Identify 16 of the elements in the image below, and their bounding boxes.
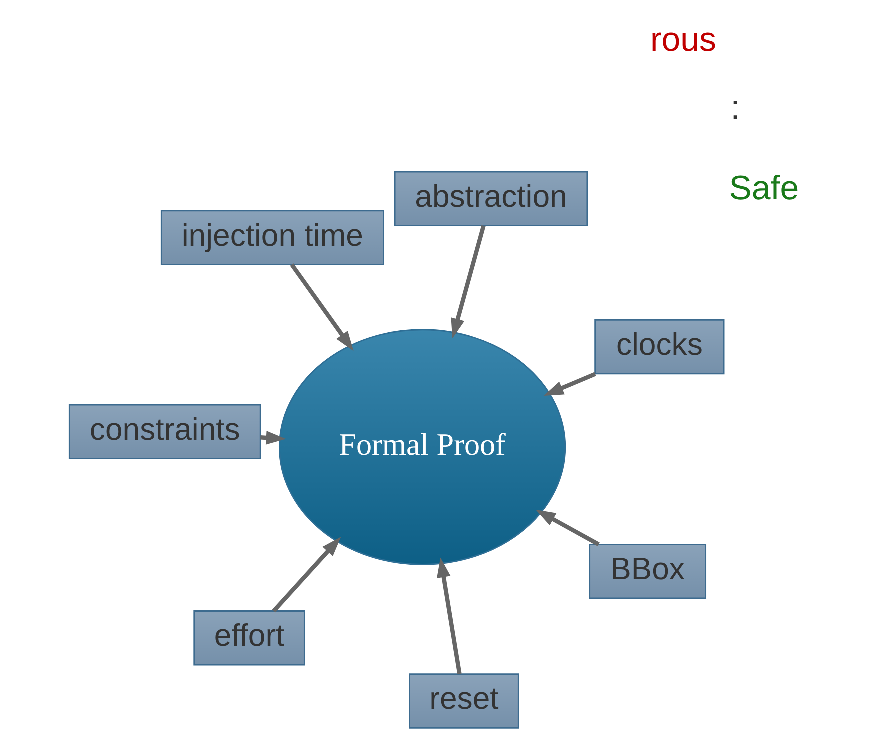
node-box: effort [194,610,306,666]
node-box: BBox [589,544,707,600]
node-box: clocks [594,319,725,375]
label: Safe [729,169,800,208]
arrow [544,372,596,396]
label: rous [650,20,717,59]
node-box: reset [409,674,520,729]
arrow [451,225,486,339]
label: : [730,88,740,127]
node-box: injection time [160,210,384,266]
arrow [272,536,342,613]
arrow [437,558,462,674]
node-box: constraints [68,404,262,460]
arrow [290,264,354,352]
node-box: abstraction [394,171,588,226]
arrow [536,510,600,546]
